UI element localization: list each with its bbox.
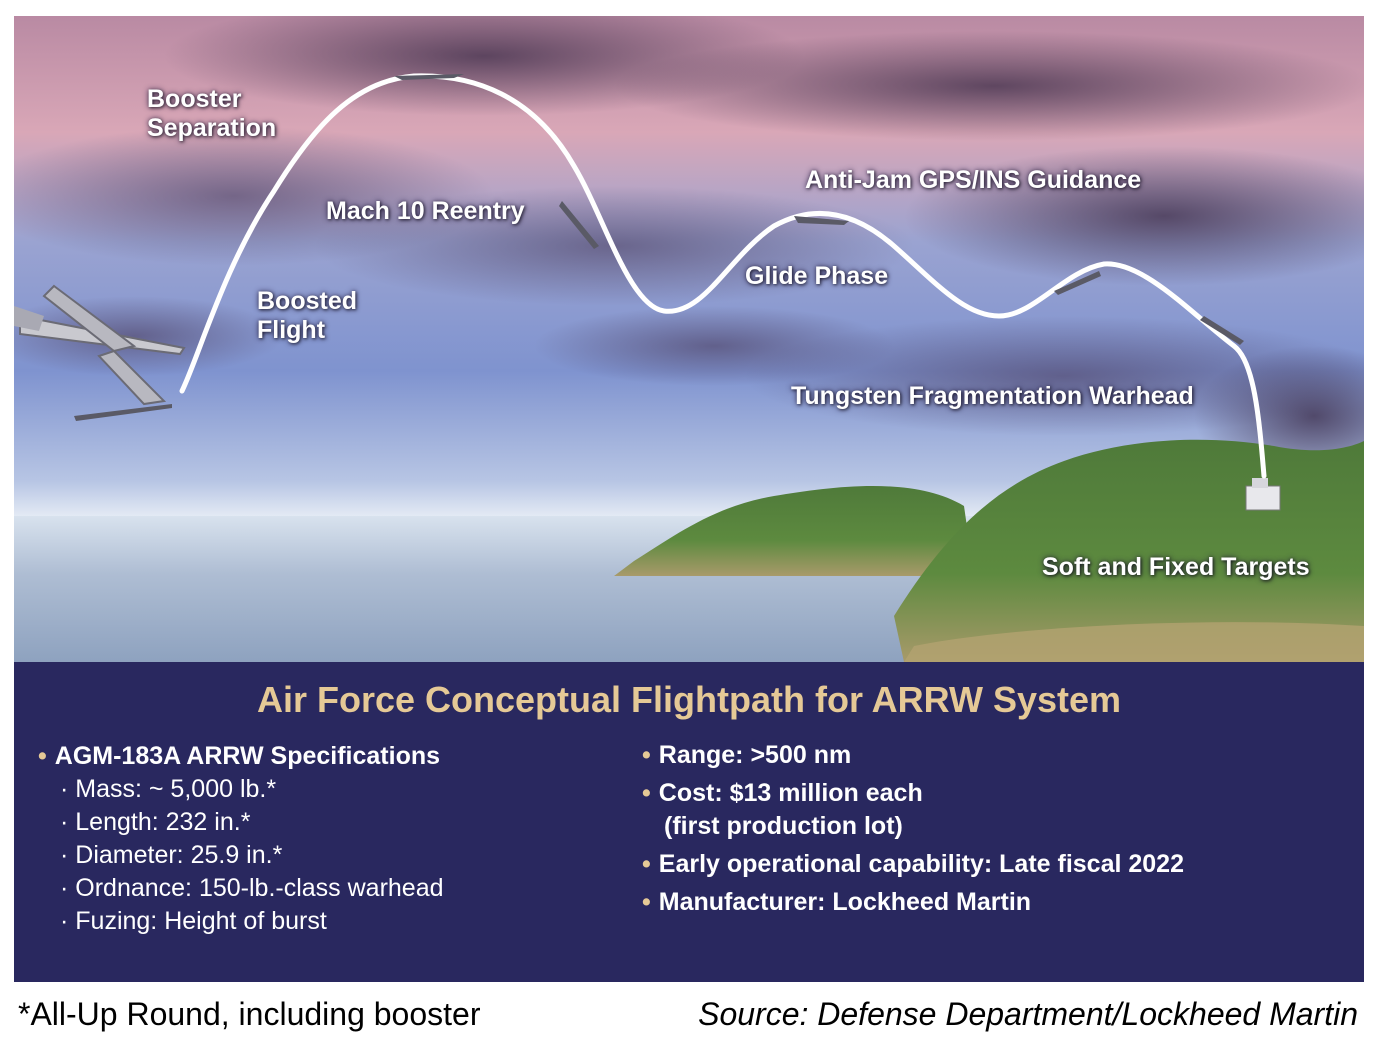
spec-mass: · Mass: ~ 5,000 lb.* (60, 775, 277, 803)
spec-range-item: •Range: >500 nm (642, 739, 1184, 772)
near-island (614, 486, 974, 576)
label-glide-phase: Glide Phase (745, 262, 889, 290)
label-boosted-flight-line2: Flight (257, 316, 326, 344)
label-boosted-flight: Boosted Flight (257, 287, 357, 345)
spec-length: · Length: 232 in.* (60, 808, 251, 836)
label-boosted-flight-line1: Boosted (257, 287, 357, 315)
spec-eoc-item: •Early operational capability: Late fisc… (642, 848, 1184, 881)
flight-path (179, 73, 1267, 479)
label-targets: Soft and Fixed Targets (1042, 553, 1310, 581)
target-building (1245, 485, 1281, 511)
missile-markers (74, 74, 1244, 421)
spec-column-right: •Range: >500 nm •Cost: $13 million each … (642, 739, 1184, 924)
bomber-aircraft (14, 284, 186, 406)
footnote: *All-Up Round, including booster (18, 996, 481, 1032)
bullet-icon: • (38, 742, 47, 770)
flightpath-scene (14, 16, 1364, 662)
spec-manufacturer: Manufacturer: Lockheed Martin (658, 888, 1032, 916)
spec-column-left: •AGM-183A ARRW Specifications · Mass: ~ … (38, 740, 444, 938)
spec-fuzing: · Fuzing: Height of burst (60, 907, 327, 935)
flightpath-illustration: Booster Separation Mach 10 Reentry Boost… (14, 16, 1364, 662)
spec-eoc: Early operational capability: Late fisca… (658, 850, 1184, 878)
spec-cost-item: •Cost: $13 million each (first productio… (642, 777, 1184, 843)
bullet-icon: • (642, 850, 651, 878)
spec-manufacturer-item: •Manufacturer: Lockheed Martin (642, 886, 1184, 919)
spec-heading: AGM-183A ARRW Specifications (54, 742, 441, 770)
label-mach10-reentry: Mach 10 Reentry (326, 197, 525, 225)
label-booster-separation-line2: Separation (147, 114, 277, 142)
spec-heading-item: •AGM-183A ARRW Specifications (38, 740, 444, 773)
source-credit: Source: Defense Department/Lockheed Mart… (698, 996, 1358, 1032)
clouds (14, 16, 1364, 486)
label-booster-separation-line1: Booster (147, 85, 242, 113)
bullet-icon: • (642, 741, 651, 769)
spec-cost-note: (first production lot) (664, 812, 903, 840)
specs-panel: Air Force Conceptual Flightpath for ARRW… (14, 662, 1364, 982)
spec-cost: Cost: $13 million each (658, 779, 923, 807)
label-antijam-guidance: Anti-Jam GPS/INS Guidance (805, 166, 1142, 194)
bullet-icon: • (642, 888, 651, 916)
spec-ordnance: · Ordnance: 150-lb.-class warhead (60, 874, 444, 902)
label-warhead: Tungsten Fragmentation Warhead (791, 382, 1194, 410)
panel-title: Air Force Conceptual Flightpath for ARRW… (256, 679, 1122, 720)
bullet-icon: • (642, 779, 651, 807)
spec-range: Range: >500 nm (658, 741, 852, 769)
label-booster-separation: Booster Separation (147, 85, 276, 143)
spec-diameter: · Diameter: 25.9 in.* (60, 841, 283, 869)
